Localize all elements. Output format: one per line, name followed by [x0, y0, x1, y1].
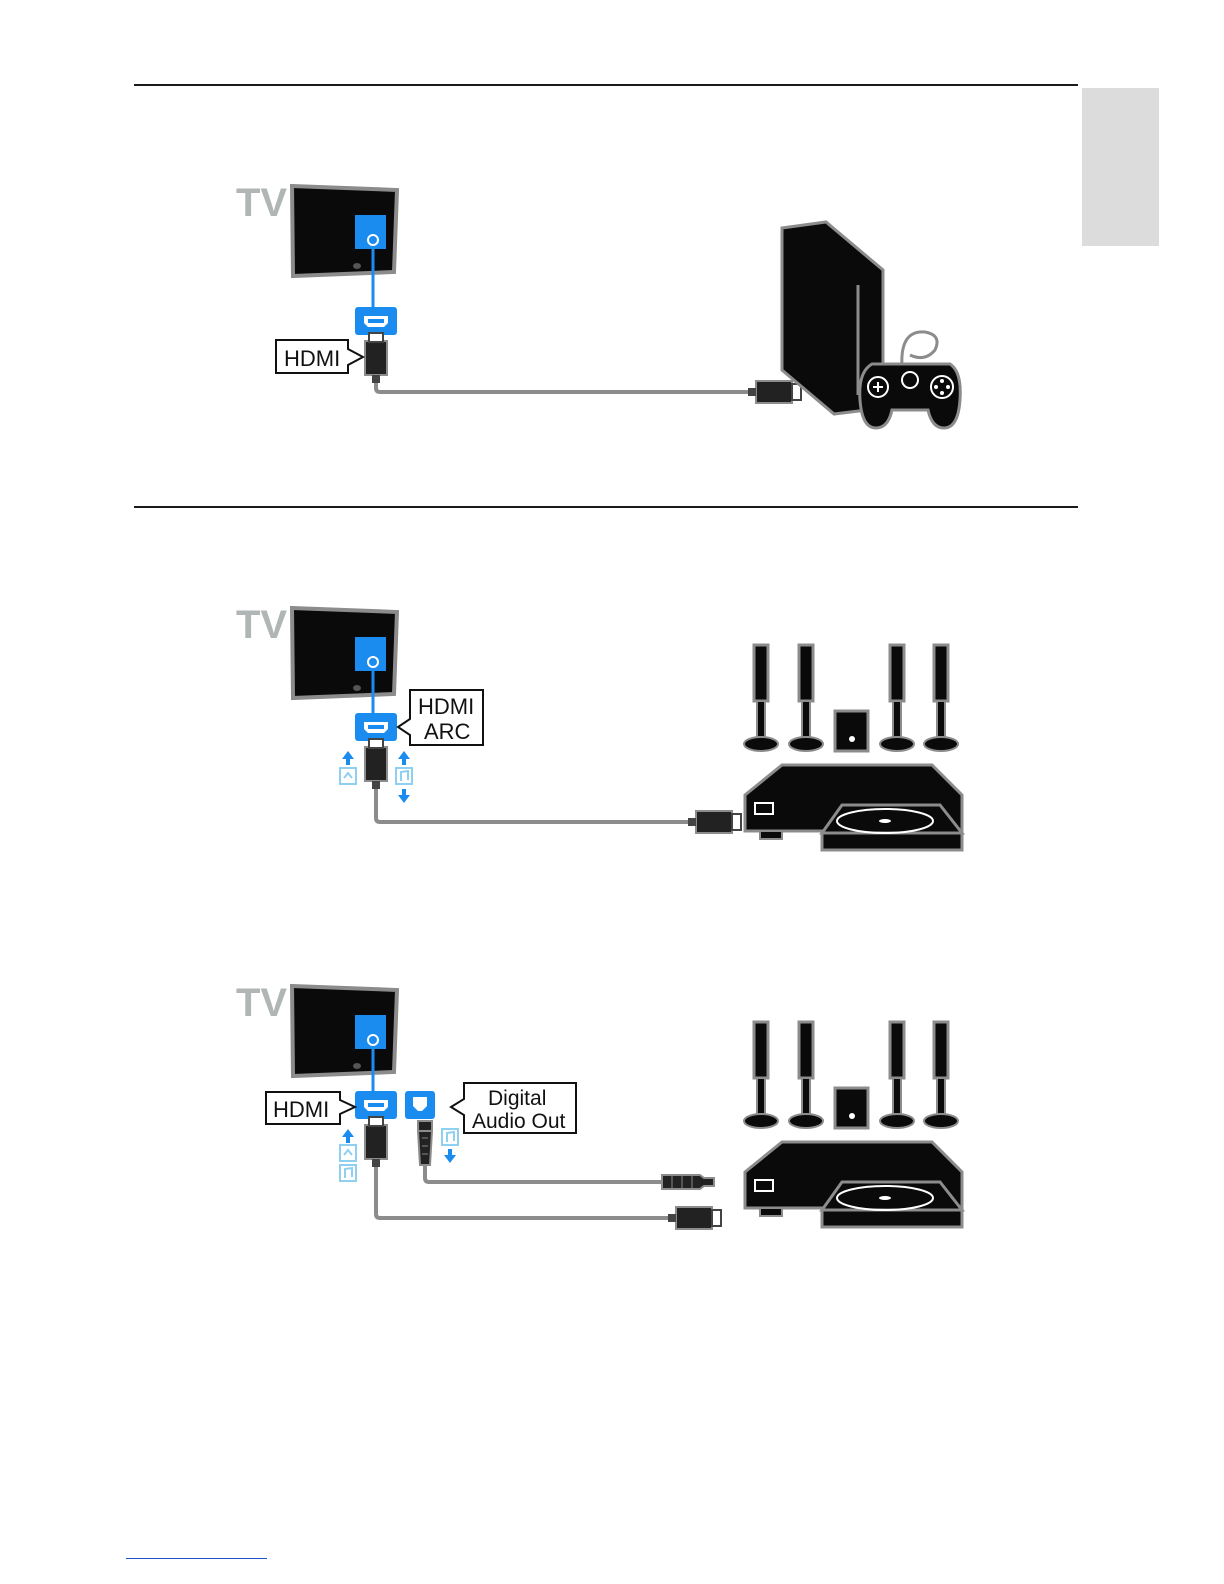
- digital-audio-out-label-line1: Digital: [488, 1087, 546, 1110]
- hdmi-port-icon: [355, 713, 397, 741]
- hdmi-plug-end-icon: [688, 811, 741, 833]
- tv-label: TV: [236, 981, 287, 1025]
- video-out-arrow-icon: [340, 751, 356, 784]
- hdmi-port-icon: [355, 1091, 397, 1119]
- optical-port-icon: [405, 1091, 435, 1119]
- hdmi-callout: HDMI: [276, 340, 363, 373]
- hdmi-label: HDMI: [273, 1097, 329, 1122]
- tv-label: TV: [236, 603, 287, 647]
- hdmi-callout: HDMI: [266, 1092, 355, 1124]
- hdmi-arc-callout: HDMI ARC: [398, 690, 483, 745]
- hdmi-arc-label-line2: ARC: [424, 719, 471, 744]
- digital-audio-out-label-line2: Audio Out: [472, 1110, 566, 1133]
- optical-plug-icon: [418, 1121, 432, 1165]
- hdmi-plug-icon: [365, 739, 387, 789]
- hdmi-plug-icon: [365, 333, 387, 383]
- tv-icon: [292, 608, 397, 698]
- digital-audio-out-callout: Digital Audio Out: [451, 1083, 576, 1133]
- diagram-game-console: TV HDMI: [236, 181, 960, 428]
- hdmi-label: HDMI: [284, 346, 340, 371]
- video-audio-arrow-icon: [340, 1129, 356, 1181]
- tv-icon: [292, 186, 397, 276]
- hdmi-plug-end-icon: [748, 381, 801, 403]
- diagram-hts-hdmi-arc: TV HDMI ARC: [236, 603, 962, 850]
- hdmi-arc-label-line1: HDMI: [418, 694, 474, 719]
- hdmi-plug-end-icon: [668, 1207, 721, 1229]
- home-theatre-system-icon: [744, 1022, 962, 1227]
- home-theatre-system-icon: [744, 645, 962, 850]
- optical-plug-end-icon: [662, 1175, 714, 1189]
- hdmi-port-icon: [355, 307, 397, 335]
- audio-in-arrow-icon: [396, 751, 412, 803]
- audio-out-arrow-icon: [442, 1129, 458, 1163]
- tv-label: TV: [236, 181, 287, 225]
- game-console-icon: [782, 222, 960, 428]
- tv-icon: [292, 986, 397, 1076]
- hdmi-plug-icon: [365, 1117, 387, 1167]
- diagram-hts-optical: TV HDMI: [236, 981, 962, 1229]
